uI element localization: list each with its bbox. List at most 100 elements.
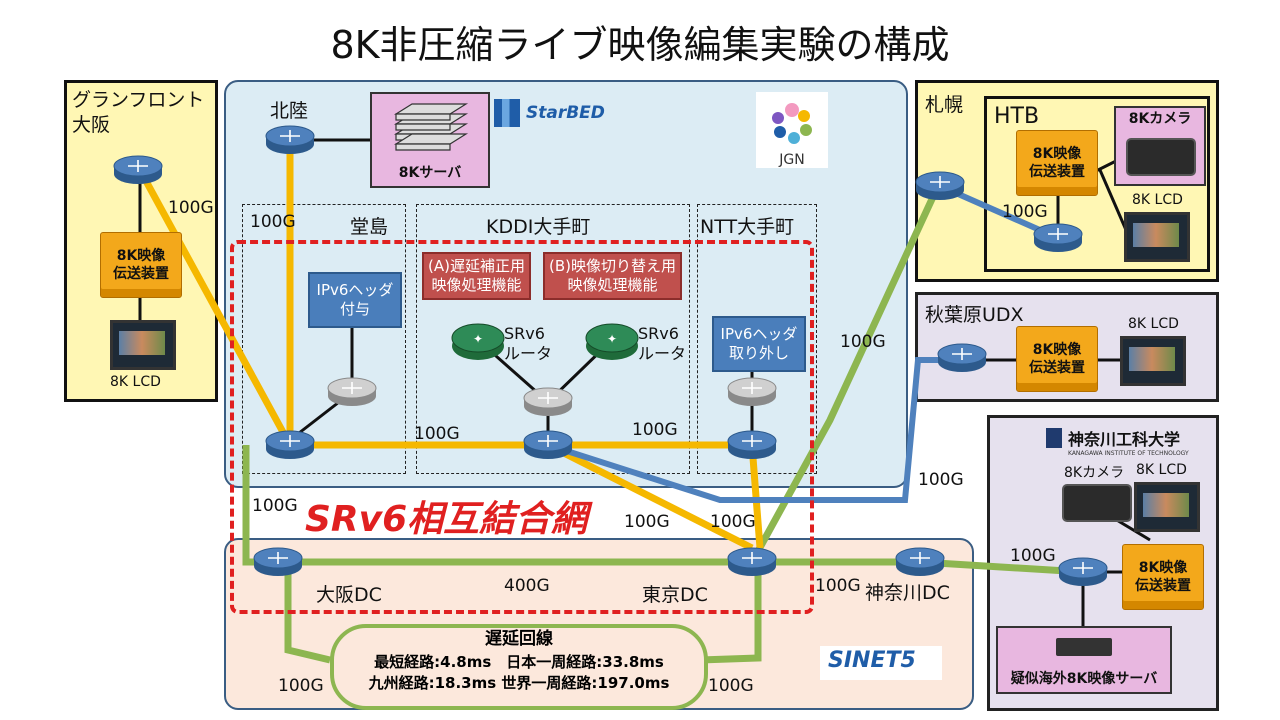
router-tokyo-dc [726,546,778,578]
lcd-grandfront-label: 8K LCD [110,374,161,390]
ipv6-header-remove-label: IPv6ヘッダ取り外し [720,325,798,362]
srv6-boundary [230,240,814,614]
bw-osaka-tokyo: 400G [504,576,550,596]
router-osaka-dc [252,546,304,578]
kait-logo-row: 神奈川工科大学 [1046,426,1208,450]
srv6-router-b-line1: SRv6 [638,324,679,343]
link-htb-lcd [1098,169,1128,231]
page-title: 8K非圧縮ライブ映像編集実験の構成 [330,23,950,67]
bw-htb: 100G [1002,202,1048,222]
router-icon [727,377,777,406]
site-sapporo: 札幌 [925,94,964,116]
pseudo-server-icon [1056,638,1112,656]
srv6-router-b-label: SRv6 ルータ [638,324,686,364]
router-icon [895,547,945,576]
bw-kait: 100G [1010,546,1056,566]
bw-delay-left: 100G [278,676,324,696]
pseudo-server-label: 疑似海外8K映像サーバ [1010,671,1158,687]
router-dojima-gray [326,376,378,408]
delay-title: 遅延回線 [485,629,553,649]
ipv6-header-add-label: IPv6ヘッダ付与 [316,281,394,318]
bw-ntt-tokyo: 100G [710,512,756,532]
bw-tokyo-kanagawa: 100G [815,576,861,596]
transmitter-grandfront-l2: 伝送装置 [113,266,169,282]
starbed-logo: StarBED [494,96,626,130]
link-green-kanagawa-kait [919,558,1084,576]
router-htb [1032,222,1084,254]
kait-name-en: KANAGAWA INSTITUTE OF TECHNOLOGY [1068,450,1189,457]
video-server-8k: 8Kサーバ [370,92,490,188]
router-icon [1033,223,1083,252]
router-kait [1057,556,1109,588]
jgn-flower-icon [772,103,812,144]
transmitter-kait-l2: 伝送装置 [1135,578,1191,594]
router-ntt-gray [726,376,778,408]
router-dojima [264,429,316,461]
router-ntt [726,429,778,461]
transmitter-htb-l1: 8K映像 [1032,145,1082,162]
starbed-text: StarBED [526,103,605,123]
lcd-htb [1124,212,1190,262]
site-kddi: KDDI大手町 [486,216,591,238]
router-icon [327,377,377,406]
site-osaka-dc: 大阪DC [316,584,382,606]
srv6-label: SRv6相互結合網 [305,499,588,540]
transmitter-kait-l1: 8K映像 [1138,559,1188,576]
transmitter-akihabara-l2: 伝送装置 [1029,360,1085,376]
jgn-logo: JGN [756,92,828,168]
srv6-router-b-icon: ✦ [607,332,617,346]
transmitter-kait: 8K映像伝送装置 [1122,544,1204,610]
func-a-line2: 映像処理機能 [431,275,522,294]
func-b-line1: (B)映像切り替え用 [549,257,676,275]
transmitter-grandfront: 8K映像伝送装置 [100,232,182,298]
kait-name: 神奈川工科大学 [1068,430,1181,449]
sinet-text: SINET5 [828,648,916,673]
srv6-router-a-line2: ルータ [504,344,553,363]
server-icon [393,103,469,151]
kait-icon [1046,428,1062,448]
transmitter-grandfront-l1: 8K映像 [116,247,166,264]
bw-kddi-ntt: 100G [632,420,678,440]
link-green-tokyo-sapporo [748,184,942,564]
srv6-router-a-label: SRv6 ルータ [504,324,552,364]
bw-osaka-dojima: 100G [252,496,298,516]
sinet-logo: SINET5 [820,646,942,680]
func-b-video-switching: (B)映像切り替え用 映像処理機能 [543,252,682,300]
router-icon [523,387,573,416]
router-kddi [522,429,574,461]
srv6-router-a-icon: ✦ [473,332,483,346]
transmitter-htb-l2: 伝送装置 [1029,164,1085,180]
kait-camera-label: 8Kカメラ [1064,465,1125,481]
router-icon [1058,557,1108,586]
bw-kddi-tokyo: 100G [624,512,670,532]
link-blue-kddi-akihabara [547,357,962,503]
ipv6-header-add: IPv6ヘッダ付与 [308,272,402,328]
router-kanagawa-dc [894,546,946,578]
link-yellow-ntt-tokyo [748,444,764,549]
lcd-akihabara [1120,336,1186,386]
srv6-router-b: ✦ [585,323,639,360]
router-icon [523,430,573,459]
ipv6-header-remove: IPv6ヘッダ取り外し [712,316,806,372]
router-grandfront [112,154,164,186]
link-green-osaka-delay [284,562,331,664]
htb-camera-box: 8Kカメラ [1114,106,1206,186]
kait-camera-icon [1062,484,1132,522]
router-icon [727,547,777,576]
site-akihabara: 秋葉原UDX [925,304,1024,326]
lcd-kait-label: 8K LCD [1136,462,1187,478]
site-htb: HTB [994,104,1040,129]
delay-line1: 最短経路:4.8ms 日本一周経路:33.8ms [374,652,664,671]
dojima-box [242,204,406,474]
router-sapporo [914,170,966,202]
camera-icon [1126,138,1196,176]
site-grand-front: グランフロント大阪 [72,89,205,136]
kait-logo: 神奈川工科大学 KANAGAWA INSTITUTE OF TECHNOLOGY [1046,426,1208,457]
router-icon [265,430,315,459]
transmitter-akihabara: 8K映像伝送装置 [1016,326,1098,392]
router-akihabara [936,342,988,374]
lcd-akihabara-label: 8K LCD [1128,316,1179,332]
delay-line-box: 遅延回線 最短経路:4.8ms 日本一周経路:33.8ms 九州経路:18.3m… [330,624,708,710]
link-yellow-grandfront-dojima [136,168,294,447]
jgn-text: JGN [779,152,805,168]
